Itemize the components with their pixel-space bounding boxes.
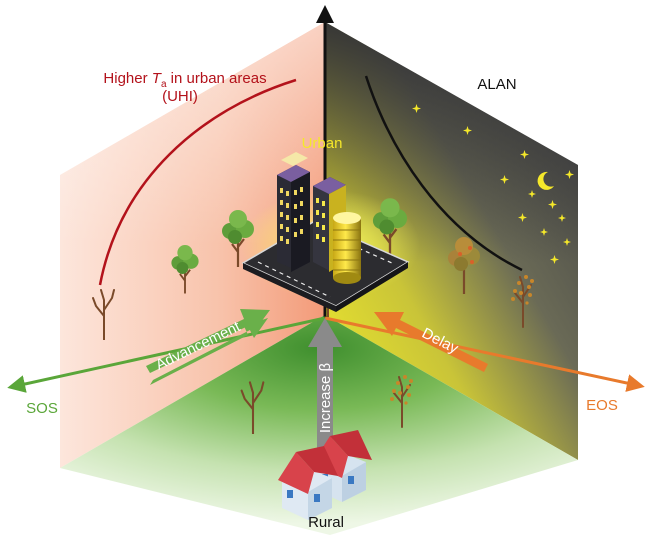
city-platform-edge xyxy=(243,263,336,312)
sos-label: SOS xyxy=(26,400,58,417)
building-icon xyxy=(333,212,361,284)
uhi-curve xyxy=(98,78,297,286)
moon-icon xyxy=(537,171,554,190)
sos-axis xyxy=(7,316,326,393)
ta-subscript: a xyxy=(161,79,167,90)
delay-arrow xyxy=(374,312,488,372)
increase-beta-label: Increase β xyxy=(317,362,334,433)
road-markings xyxy=(257,231,393,298)
eos-label: EOS xyxy=(586,397,618,414)
house-icon xyxy=(278,446,338,520)
uhi-label-prefix: Higher xyxy=(103,70,151,87)
eos-axis xyxy=(324,316,645,392)
alan-curve xyxy=(364,75,523,272)
increase-beta-arrow xyxy=(308,318,342,452)
uhi-label-line2: (UHI) xyxy=(162,88,198,105)
left-wall-highlight xyxy=(60,22,325,468)
building-icon xyxy=(277,152,310,272)
advancement-arrow xyxy=(150,318,268,385)
rural-label: Rural xyxy=(308,514,344,531)
uhi-label-suffix: in urban areas xyxy=(167,70,267,87)
uhi-label-line1: Higher Ta in urban areas xyxy=(103,70,266,90)
urban-label: Urban xyxy=(302,135,343,152)
ta-symbol: T xyxy=(152,70,163,87)
advancement-arrow-body xyxy=(146,309,270,373)
alan-label: ALAN xyxy=(477,76,516,93)
city-platform-edge-right xyxy=(336,262,408,312)
